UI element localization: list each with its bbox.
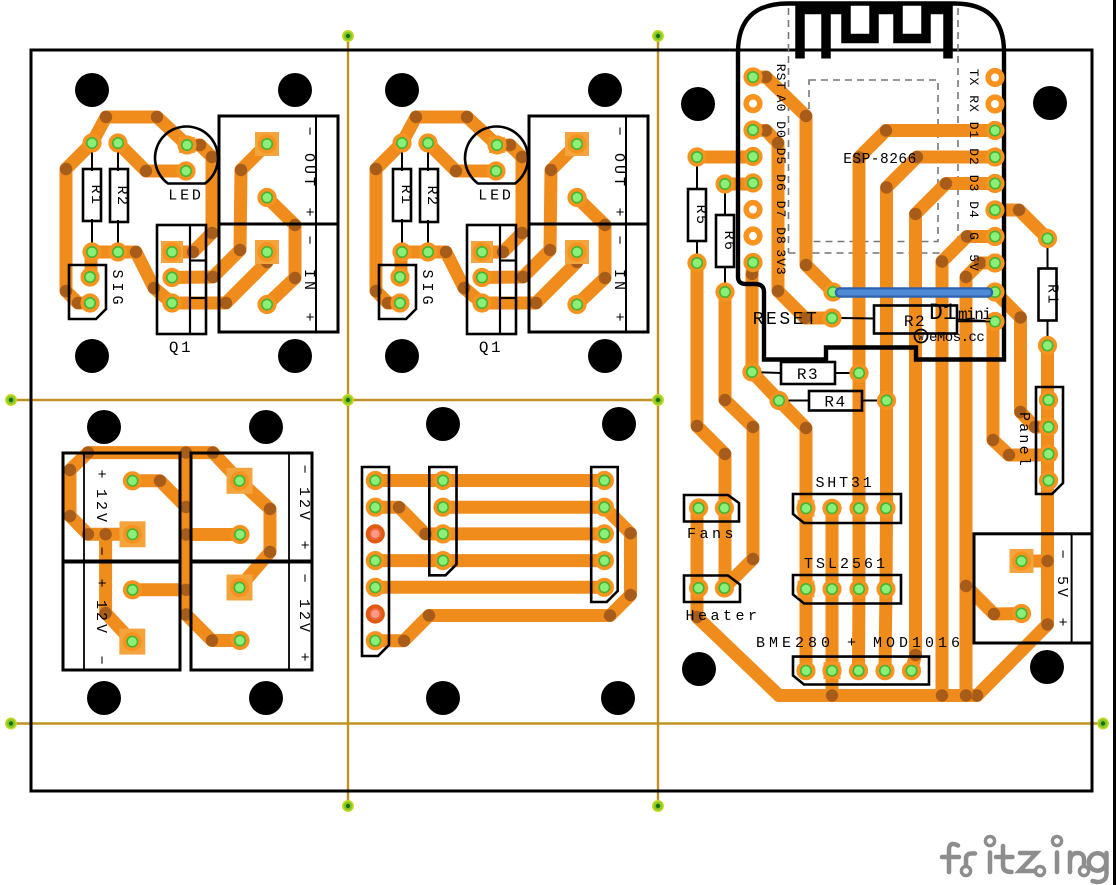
svg-text:12V: 12V [295,487,312,523]
svg-text:−: − [610,235,627,244]
svg-text:RST: RST [773,64,788,90]
svg-text:D4: D4 [966,201,981,219]
svg-text:D7: D7 [773,201,788,219]
svg-text:D8: D8 [773,227,788,245]
svg-text:R3: R3 [797,366,819,384]
svg-text:Q1: Q1 [169,339,193,357]
svg-text:R4: R4 [824,394,846,412]
svg-text:−: − [1053,549,1070,558]
svg-text:+: + [92,469,109,478]
svg-text:R2: R2 [423,185,440,206]
svg-text:+: + [610,207,627,216]
svg-text:OUT: OUT [610,153,627,189]
svg-text:Q1: Q1 [479,339,503,357]
svg-text:+: + [92,578,109,587]
svg-text:−: − [295,464,312,473]
svg-text:RX: RX [966,95,981,113]
svg-text:LED: LED [478,188,513,205]
svg-text:−: − [610,126,627,135]
svg-text:D0: D0 [773,121,788,139]
svg-text:+: + [300,207,317,216]
svg-text:D1: D1 [966,122,981,140]
svg-text:3V3: 3V3 [773,249,788,275]
svg-text:R5: R5 [692,204,709,225]
svg-text:OUT: OUT [300,153,317,189]
svg-text:LED: LED [168,188,203,205]
svg-text:eMos.cc: eMos.cc [929,330,984,346]
svg-text:TSL2561: TSL2561 [804,556,888,573]
svg-text:R1: R1 [397,184,414,205]
svg-text:Heater: Heater [685,608,760,625]
svg-text:D2: D2 [966,148,981,166]
svg-text:D1: D1 [929,300,957,326]
svg-text:Panel: Panel [1015,412,1032,468]
svg-text:+: + [1053,617,1070,626]
svg-text:IN: IN [610,269,627,293]
svg-text:SIG: SIG [418,269,435,308]
svg-text:R2: R2 [113,185,130,206]
svg-text:SIG: SIG [108,269,125,308]
svg-text:+: + [295,540,312,549]
svg-text:A0: A0 [773,95,788,113]
svg-text:12V: 12V [295,599,312,635]
svg-text:−: − [92,655,109,664]
svg-text:5V: 5V [1053,576,1070,600]
svg-text:+: + [295,652,312,661]
svg-text:SHT31: SHT31 [815,475,874,492]
svg-text:−: − [300,126,317,135]
svg-text:R1: R1 [87,184,104,205]
svg-text:RESET: RESET [753,310,820,330]
svg-text:Fans: Fans [687,526,737,543]
svg-text:TX: TX [966,69,981,87]
svg-text:IN: IN [300,269,317,293]
svg-text:ESP-8266: ESP-8266 [843,152,917,168]
svg-text:BME280 + MOD1016: BME280 + MOD1016 [756,635,964,652]
svg-text:mini: mini [958,306,991,324]
svg-text:D3: D3 [966,175,981,193]
svg-text:+: + [300,312,317,321]
svg-text:R1: R1 [1044,284,1061,305]
svg-text:D6: D6 [773,174,788,192]
svg-text:12V: 12V [92,489,109,525]
svg-text:−: − [295,573,312,582]
svg-text:12V: 12V [92,600,109,636]
svg-text:G: G [966,232,981,241]
svg-text:R2: R2 [904,313,926,331]
svg-text:R6: R6 [720,230,737,251]
svg-text:−: − [300,235,317,244]
svg-text:−: − [92,546,109,555]
svg-text:W: W [918,333,924,343]
svg-text:D5: D5 [773,148,788,166]
svg-text:+: + [610,312,627,321]
svg-text:5V: 5V [966,254,981,272]
